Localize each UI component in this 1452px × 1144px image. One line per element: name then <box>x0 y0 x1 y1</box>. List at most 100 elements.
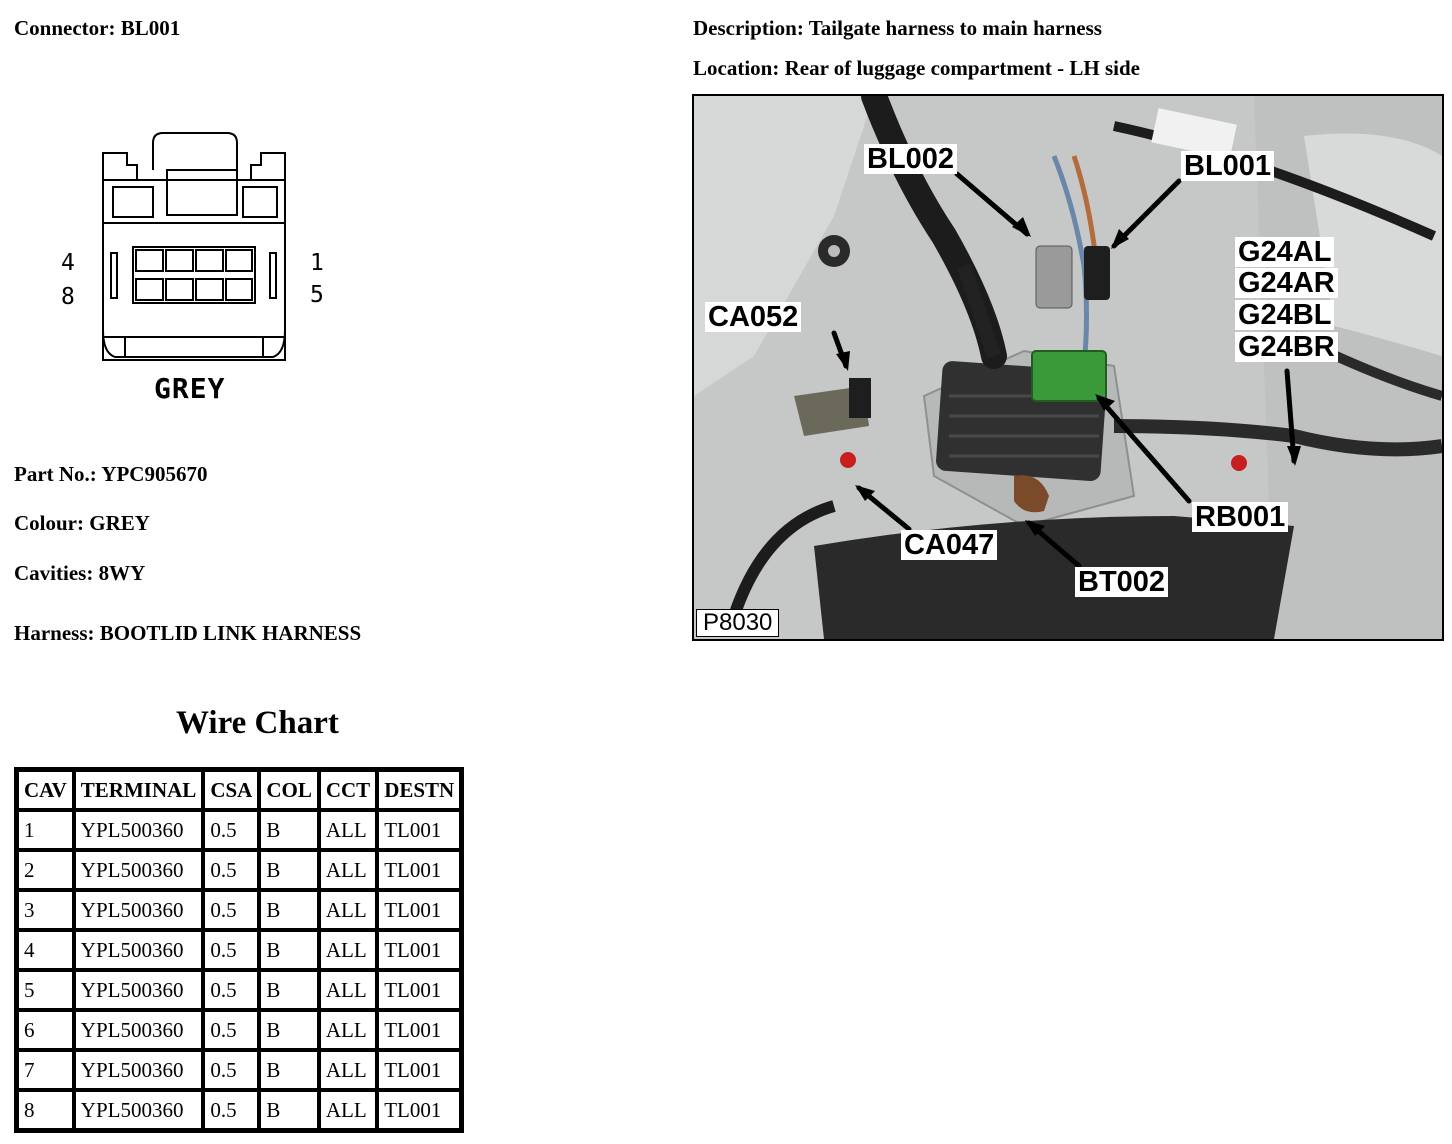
cell-cct: ALL <box>318 810 378 850</box>
cell-col: B <box>259 810 319 850</box>
callout-rb001: RB001 <box>1192 502 1289 532</box>
pin-number-1: 1 <box>310 250 324 276</box>
cell-destn: TL001 <box>377 810 462 850</box>
header-col: COL <box>259 770 319 810</box>
photo-reference-code: P8030 <box>696 609 780 637</box>
cell-cct: ALL <box>318 890 378 930</box>
cell-cct: ALL <box>318 930 378 970</box>
part-number: YPC905670 <box>101 462 208 486</box>
cell-csa: 0.5 <box>203 1090 260 1130</box>
cell-destn: TL001 <box>377 1050 462 1090</box>
callout-g24br: G24BR <box>1235 332 1338 362</box>
callout-bl001: BL001 <box>1181 151 1275 181</box>
pin-number-8: 8 <box>61 284 75 310</box>
cell-destn: TL001 <box>377 930 462 970</box>
cell-col: B <box>259 1090 319 1130</box>
cell-terminal: YPL500360 <box>73 1090 204 1130</box>
callout-ca047: CA047 <box>901 530 998 560</box>
callout-g24ar: G24AR <box>1235 268 1338 298</box>
cell-terminal: YPL500360 <box>73 930 204 970</box>
cell-cav: 4 <box>17 930 74 970</box>
connector-line: Connector: BL001 <box>14 16 181 40</box>
cell-col: B <box>259 930 319 970</box>
cell-col: B <box>259 970 319 1010</box>
cell-cav: 8 <box>17 1090 74 1130</box>
cell-cct: ALL <box>318 1050 378 1090</box>
cell-destn: TL001 <box>377 1010 462 1050</box>
callout-ca052: CA052 <box>705 302 802 332</box>
header-cav: CAV <box>17 770 74 810</box>
cell-cav: 2 <box>17 850 74 890</box>
description-value: Tailgate harness to main harness <box>808 16 1102 40</box>
cell-cav: 3 <box>17 890 74 930</box>
photo-illustration <box>694 96 1442 639</box>
cell-csa: 0.5 <box>203 890 260 930</box>
cell-terminal: YPL500360 <box>73 1010 204 1050</box>
header-destn: DESTN <box>377 770 462 810</box>
cell-destn: TL001 <box>377 850 462 890</box>
cell-cct: ALL <box>318 1010 378 1050</box>
colour-line: Colour: GREY <box>14 511 150 535</box>
location-photo: BL002 BL001 G24AL G24AR G24BL G24BR CA05… <box>692 94 1444 641</box>
cell-col: B <box>259 850 319 890</box>
cell-destn: TL001 <box>377 970 462 1010</box>
cell-cct: ALL <box>318 850 378 890</box>
cavities-line: Cavities: 8WY <box>14 561 146 585</box>
cell-destn: TL001 <box>377 890 462 930</box>
callout-bl002: BL002 <box>864 144 958 174</box>
part-number-line: Part No.: YPC905670 <box>14 462 208 486</box>
description-line: Description: Tailgate harness to main ha… <box>693 16 1102 40</box>
cell-cct: ALL <box>318 970 378 1010</box>
location-value: Rear of luggage compartment - LH side <box>784 56 1140 80</box>
colour-value: GREY <box>89 511 150 535</box>
callout-g24al: G24AL <box>1235 237 1335 267</box>
wire-chart-header-row: CAV TERMINAL CSA COL CCT DESTN <box>17 770 462 810</box>
callout-g24bl: G24BL <box>1235 300 1335 330</box>
cavities-value: 8WY <box>98 561 146 585</box>
cell-csa: 0.5 <box>203 1050 260 1090</box>
harness-value: BOOTLID LINK HARNESS <box>99 621 362 645</box>
cell-terminal: YPL500360 <box>73 850 204 890</box>
cell-cct: ALL <box>318 1090 378 1130</box>
cell-col: B <box>259 890 319 930</box>
cell-cav: 1 <box>17 810 74 850</box>
cell-csa: 0.5 <box>203 970 260 1010</box>
callout-bt002: BT002 <box>1075 567 1169 597</box>
pin-number-5: 5 <box>310 282 324 308</box>
connector-outline <box>102 132 286 361</box>
connector-face-diagram: 4 8 1 5 <box>55 125 345 415</box>
cell-col: B <box>259 1010 319 1050</box>
cell-cav: 7 <box>17 1050 74 1090</box>
cell-csa: 0.5 <box>203 850 260 890</box>
harness-line: Harness: BOOTLID LINK HARNESS <box>14 621 362 645</box>
cell-cav: 5 <box>17 970 74 1010</box>
cell-csa: 0.5 <box>203 930 260 970</box>
cell-csa: 0.5 <box>203 810 260 850</box>
connector-colour-caption: GREY <box>154 372 226 405</box>
header-csa: CSA <box>203 770 260 810</box>
connector-id: BL001 <box>120 16 181 40</box>
cell-terminal: YPL500360 <box>73 810 204 850</box>
cell-destn: TL001 <box>377 1090 462 1130</box>
cell-terminal: YPL500360 <box>73 1050 204 1090</box>
pin-number-4: 4 <box>61 250 75 276</box>
cell-csa: 0.5 <box>203 1010 260 1050</box>
cell-col: B <box>259 1050 319 1090</box>
header-terminal: TERMINAL <box>73 770 204 810</box>
cell-terminal: YPL500360 <box>73 970 204 1010</box>
location-line: Location: Rear of luggage compartment - … <box>693 56 1140 80</box>
cell-cav: 6 <box>17 1010 74 1050</box>
cell-terminal: YPL500360 <box>73 890 204 930</box>
header-cct: CCT <box>318 770 378 810</box>
wire-chart-title: Wire Chart <box>176 705 339 741</box>
